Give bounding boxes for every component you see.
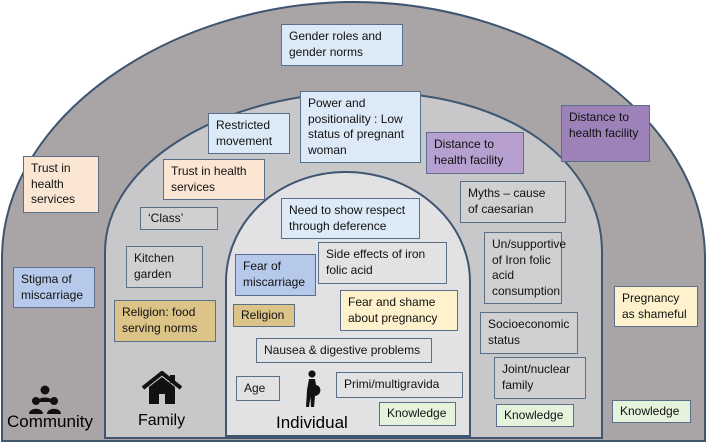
gender-roles-box: Gender roles and gender norms [281,24,403,66]
myths-box: Myths – cause of caesarian [460,181,566,223]
religion-individual-box: Religion [233,304,295,327]
age-box: Age [236,376,280,401]
fear-miscarriage-box: Fear of miscarriage [235,254,316,296]
kitchen-garden-box: Kitchen garden [126,246,203,288]
class-box: ‘Class’ [140,207,218,230]
people-group-icon [29,385,61,414]
primi-multigravida-box: Primi/multigravida [336,372,463,398]
side-effects-box: Side effects of iron folic acid [318,242,447,284]
pregnant-woman-icon [306,370,321,407]
fear-shame-box: Fear and shame about pregnancy [340,290,458,331]
socioeconomic-box: Socioeconomic status [480,312,578,354]
knowledge-individual-box: Knowledge [379,402,456,426]
distance-family-box: Distance to health facility [426,132,524,174]
trust-community-box: Trust in health services [23,156,99,213]
religion-food-box: Religion: food serving norms [114,300,216,342]
nausea-box: Nausea & digestive problems [256,338,432,363]
knowledge-community-box: Knowledge [612,400,691,423]
joint-family-box: Joint/nuclear family [494,357,586,399]
pregnancy-shameful-box: Pregnancy as shameful [614,286,698,327]
trust-family-box: Trust in health services [163,159,265,200]
restricted-movement-box: Restricted movement [208,113,290,154]
respect-deference-box: Need to show respect through deference [281,198,420,239]
stigma-box: Stigma of miscarriage [13,267,95,308]
distance-community-box: Distance to health facility [561,105,650,162]
knowledge-family-box: Knowledge [496,404,574,427]
individual-label: Individual [276,413,348,432]
house-icon [141,371,183,404]
family-label: Family [138,412,186,429]
power-positionality-box: Power and positionality : Low status of … [300,91,421,163]
community-label: Community [7,412,93,431]
unsupportive-box: Un/supportive of Iron folic acid consump… [484,232,566,304]
